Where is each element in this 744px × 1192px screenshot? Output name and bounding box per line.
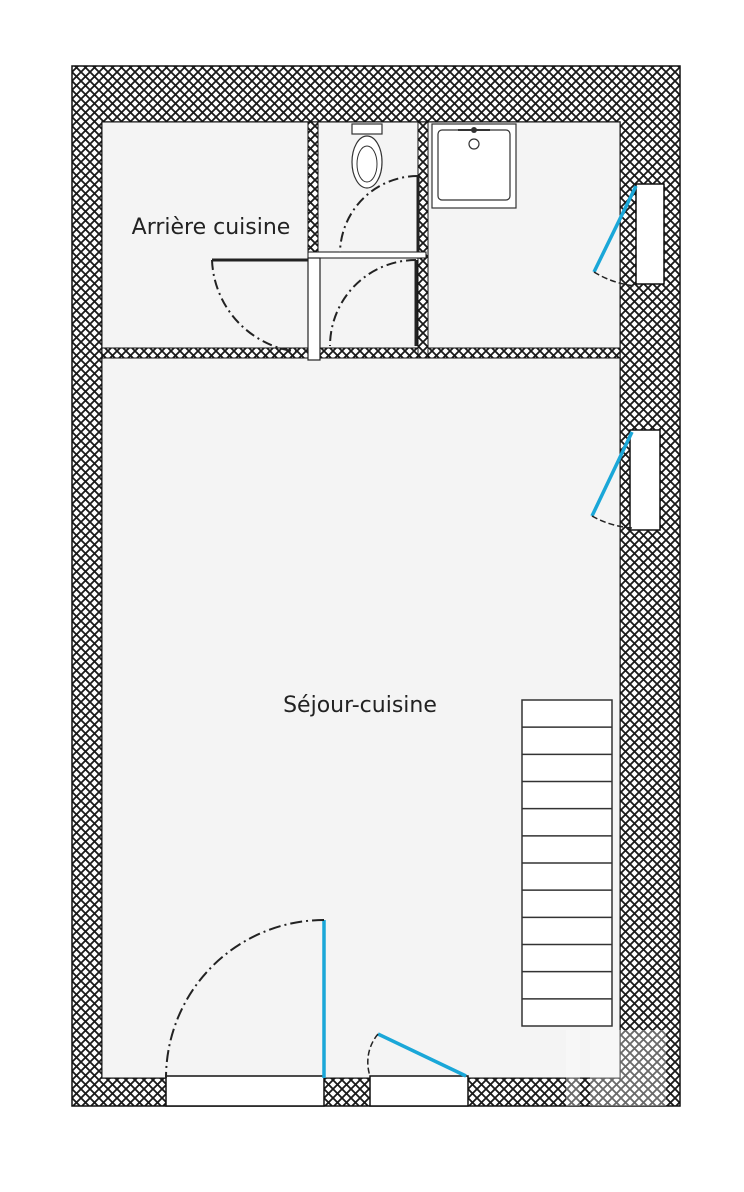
door-hall <box>307 257 418 361</box>
door-wc <box>339 175 420 253</box>
room-label-back-kitchen: Arrière cuisine <box>132 215 291 240</box>
shower-tray-icon <box>431 123 517 209</box>
window-bottom <box>369 1075 469 1107</box>
partition-wall-horizontal <box>101 347 621 359</box>
toilet-icon <box>351 123 383 189</box>
window-right-lower <box>629 429 661 531</box>
room-label-living-kitchen: Séjour-cuisine <box>283 693 437 718</box>
window-leaf-lower <box>590 431 634 529</box>
staircase-icon <box>521 699 613 1027</box>
window-leaf-bottom <box>367 1032 467 1078</box>
front-door-opening <box>165 1075 325 1107</box>
window-right-upper <box>635 183 665 285</box>
watermark-logo-icon <box>566 1030 666 1106</box>
window-leaf-upper <box>592 185 638 287</box>
front-door <box>165 919 326 1079</box>
partition-wall-left <box>307 121 319 253</box>
wc-back-wall <box>307 251 427 259</box>
door-back-kitchen <box>211 258 308 353</box>
